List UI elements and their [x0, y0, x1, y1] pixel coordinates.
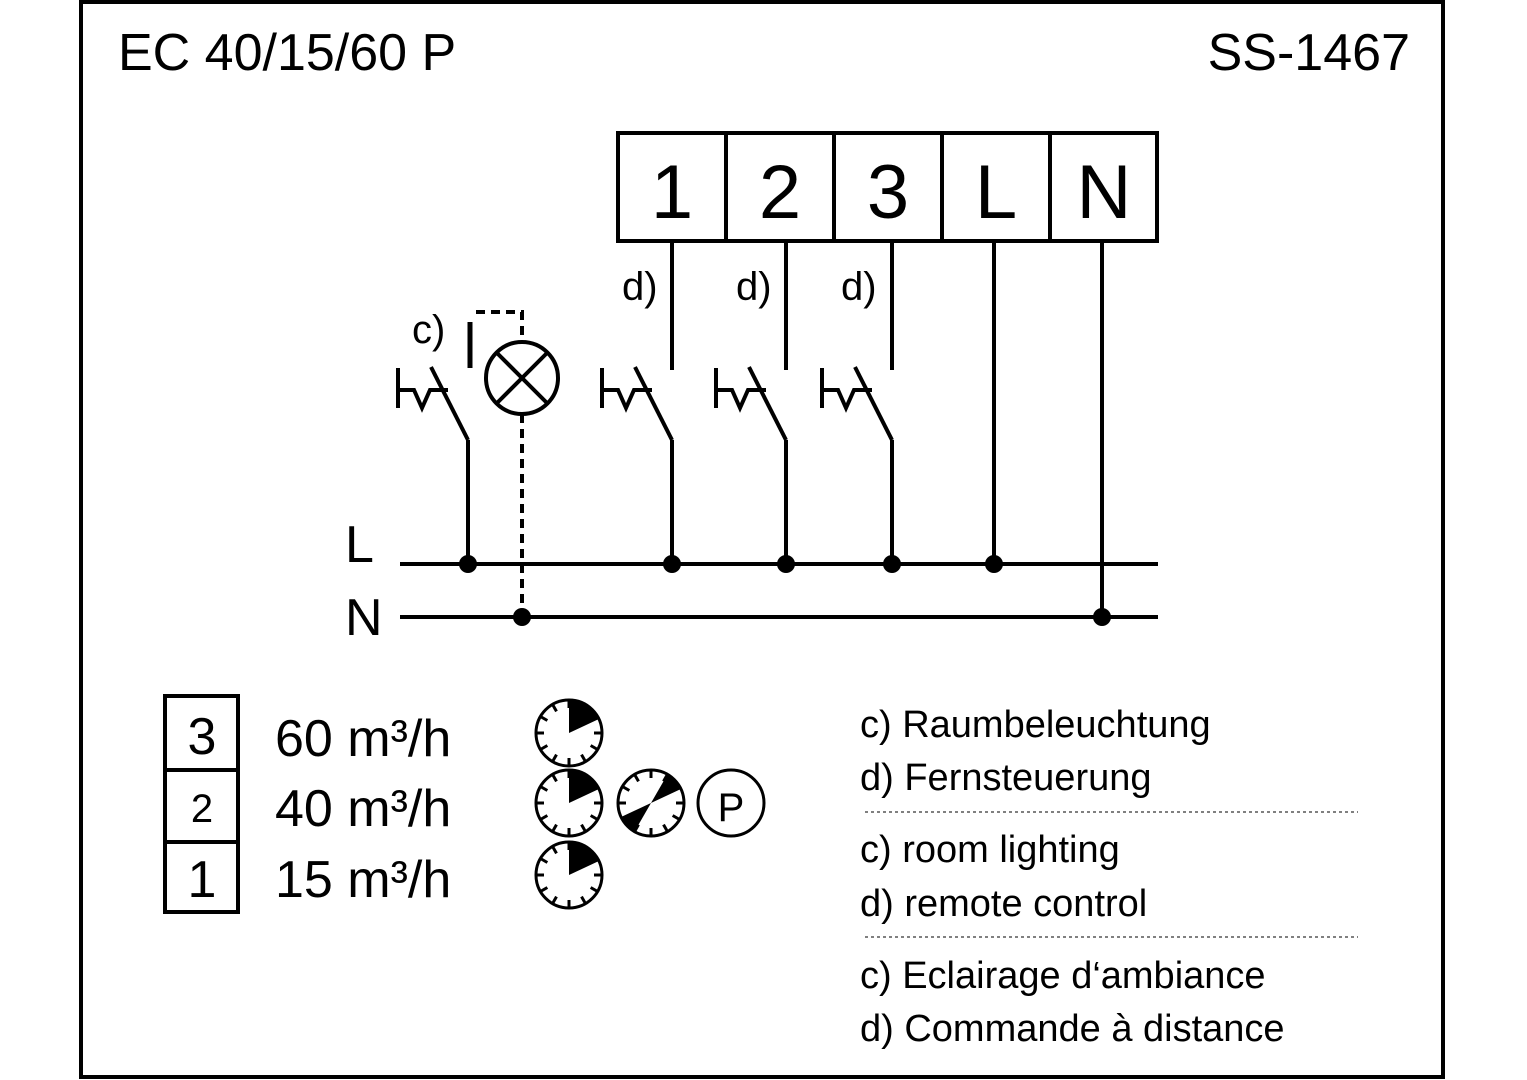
model-title: EC 40/15/60 P [118, 24, 456, 82]
dashed-link [476, 310, 524, 342]
remote-switch-icon [820, 241, 894, 564]
bus-label-N: N [345, 589, 383, 647]
terminal-N: N [1077, 150, 1132, 235]
terminal-3: 3 [867, 150, 909, 235]
p-symbol-icon: P [696, 768, 766, 838]
junction-dot [513, 608, 531, 626]
label-c: c) [412, 308, 445, 352]
terminal-2: 2 [759, 150, 801, 235]
legend-en-c: c) room lighting [860, 829, 1120, 871]
remote-switch-icon [600, 241, 674, 564]
speed-flow-3: 60 m³/h [275, 710, 451, 768]
legend-de-c: c) Raumbeleuchtung [860, 704, 1211, 746]
label-d-2: d) [736, 265, 772, 309]
label-d-1: d) [622, 265, 658, 309]
junction-dot [1093, 608, 1111, 626]
terminal-1: 1 [651, 150, 693, 235]
terminal-L: L [975, 150, 1017, 235]
junction-dot [985, 555, 1003, 573]
legend-de-d: d) Fernsteuerung [860, 757, 1152, 799]
terminal-block: 1 2 3 L N [616, 131, 1159, 243]
junction-dot [459, 555, 477, 573]
legend-fr-d: d) Commande à distance [860, 1008, 1285, 1050]
remote-switch-icon [714, 241, 788, 564]
speed-flow-1: 15 m³/h [275, 851, 451, 909]
timer-clock-icon [534, 768, 604, 838]
speed-level-2: 2 [191, 787, 213, 831]
legend-en-d: d) remote control [860, 883, 1147, 925]
junction-dot [883, 555, 901, 573]
diagram-code: SS-1467 [1208, 24, 1410, 82]
lighting-switch-icon [396, 366, 470, 564]
junction-dot [777, 555, 795, 573]
svg-text:P: P [718, 786, 745, 830]
label-d-3: d) [841, 265, 877, 309]
speed-flow-2: 40 m³/h [275, 780, 451, 838]
speed-level-1: 1 [188, 851, 217, 909]
legend-fr-c: c) Eclairage d‘ambiance [860, 955, 1266, 997]
timer-clock-icon [534, 840, 604, 910]
frame-border [79, 0, 1445, 1079]
timer-clock-icon [616, 768, 686, 838]
speed-table: 3 2 1 60 m³/h 40 m³/h 15 m³/h [163, 694, 451, 914]
bus-label-L: L [345, 516, 374, 574]
junction-dot [663, 555, 681, 573]
legend: c) Raumbeleuchtung d) Fernsteuerung c) r… [860, 704, 1358, 1050]
speed-level-3: 3 [188, 708, 217, 766]
lamp-icon [484, 340, 560, 416]
timer-clock-icon [534, 698, 604, 768]
